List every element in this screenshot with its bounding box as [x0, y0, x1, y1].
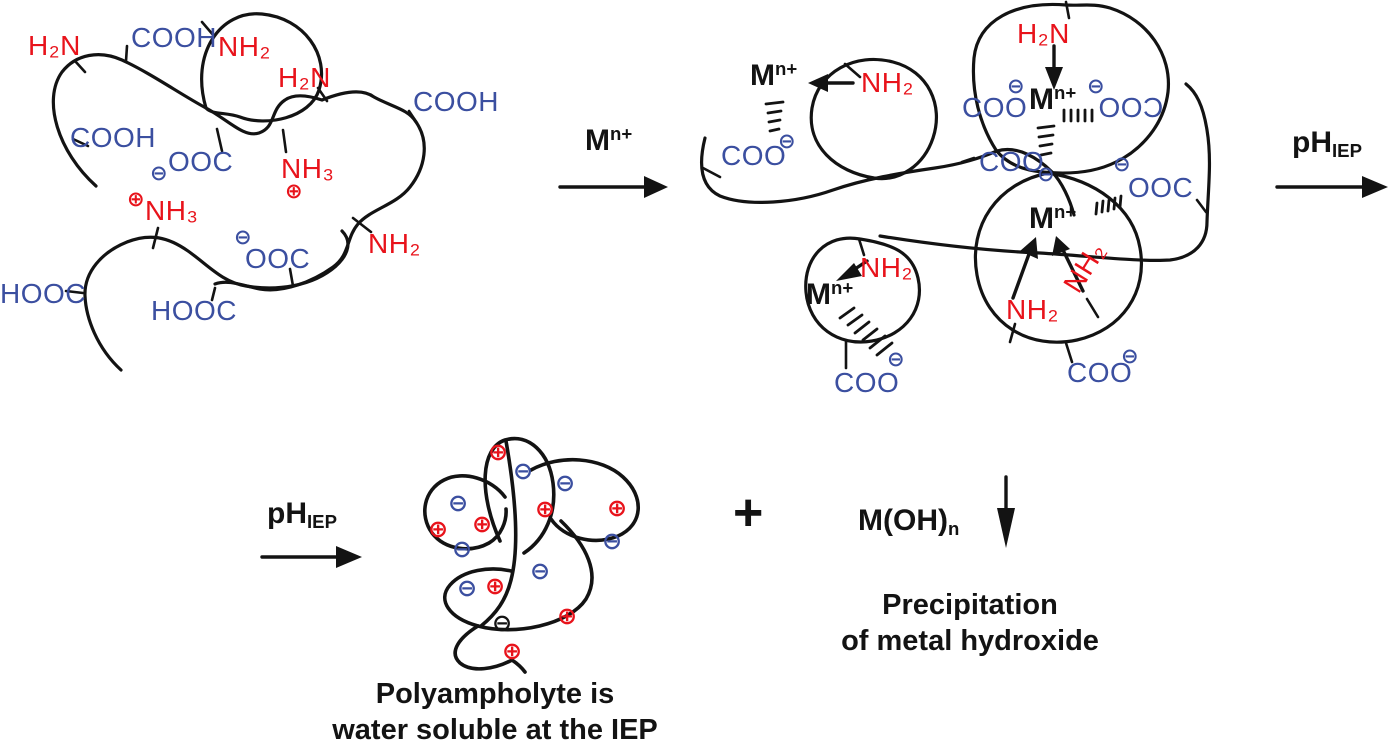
plus-charge-icon: ⊕ — [472, 511, 493, 538]
label-nh3-1: NH₃ — [281, 153, 335, 184]
plus-charge-icon: ⊕ — [127, 188, 145, 211]
minus-charge-icon: ⊖ — [1087, 75, 1105, 98]
plus-charge-icon: ⊕ — [502, 638, 523, 665]
label-ph-iep-bottom: pHIEP — [267, 497, 337, 533]
label-coo-4: COO — [1067, 357, 1133, 388]
label-nh2-loop: NH₂ — [218, 31, 271, 62]
minus-charge-icon: ⊖ — [1113, 153, 1131, 176]
label-metal-ion-arrow: Mn+ — [585, 122, 633, 157]
label-hooc-1: HOOC — [0, 278, 86, 309]
minus-charge-icon: ⊖ — [513, 458, 534, 485]
label-metal-complex-2: Mn+ — [1029, 81, 1077, 116]
minus-charge-icon: ⊖ — [150, 162, 168, 185]
coordination-bond-hashes — [764, 100, 1123, 357]
plus-charge-icon: ⊕ — [428, 516, 449, 543]
label-h2n-3: H₂N — [1017, 18, 1070, 49]
minus-charge-icon: ⊖ — [555, 470, 576, 497]
label-coo-3: COO — [979, 146, 1045, 177]
precipitation-line1: Precipitation — [882, 589, 1058, 621]
precipitation-caption: Precipitation of metal hydroxide — [770, 587, 1170, 660]
plus-charge-icon: ⊕ — [607, 495, 628, 522]
minus-charge-icon: ⊖ — [887, 348, 905, 371]
plus-charge-icon: ⊕ — [557, 603, 578, 630]
minus-charge-icon: ⊖ — [1037, 163, 1055, 186]
minus-charge-icon: ⊖ — [1121, 345, 1139, 368]
label-nh2-4: NH₂ — [861, 67, 914, 98]
minus-charge-icon: ⊖ — [452, 536, 473, 563]
reaction-arrow-ph-iep-bottom — [260, 546, 362, 568]
minus-charge-icon: ⊖ — [457, 575, 478, 602]
label-h2n-2: H₂N — [278, 62, 331, 93]
minus-charge-icon: ⊖ — [602, 528, 623, 555]
reaction-arrow-metal-ion — [558, 176, 668, 198]
minus-charge-icon: ⊖ — [234, 226, 252, 249]
plus-charge-icon: ⊕ — [485, 573, 506, 600]
minus-charge-icon: ⊖ — [530, 558, 551, 585]
plus-charge-icon: ⊕ — [285, 180, 303, 203]
label-coo-mirrored: COO — [1098, 92, 1164, 123]
caption-line2: water soluble at the IEP — [332, 714, 658, 747]
compact-coil-chain — [423, 436, 640, 674]
minus-charge-icon: ⊖ — [1007, 75, 1025, 98]
minus-charge-icon: ⊖ — [492, 610, 513, 637]
label-cooh-2: COOH — [413, 86, 499, 117]
reaction-arrow-ph-iep-top — [1275, 176, 1388, 198]
label-ooc-2: OOC — [245, 243, 311, 274]
label-metal-complex-1: Mn+ — [750, 57, 798, 92]
label-hooc-2: HOOC — [151, 295, 237, 326]
label-cooh-1: COOH — [131, 22, 217, 53]
coordination-arrows — [808, 44, 1085, 300]
label-coo-5: COO — [834, 367, 900, 398]
plus-sign: + — [733, 484, 764, 542]
label-metal-complex-4: Mn+ — [806, 276, 854, 311]
precipitation-down-arrow — [997, 475, 1015, 548]
minus-charge-icon: ⊖ — [448, 490, 469, 517]
minus-charge-icon: ⊖ — [778, 130, 796, 153]
label-metal-hydroxide: M(OH)n — [858, 504, 960, 540]
label-cooh-3: COOH — [70, 122, 156, 153]
label-coo-2: COO — [962, 92, 1028, 123]
label-metal-complex-3: Mn+ — [1029, 200, 1077, 235]
plus-charge-icon: ⊕ — [488, 439, 509, 466]
plus-charge-icon: ⊕ — [535, 496, 556, 523]
caption-line1: Polyampholyte is — [375, 678, 615, 710]
label-nh3-2: NH₃ — [145, 195, 199, 226]
label-ooc-1: OOC — [168, 146, 234, 177]
polyampholyte-caption: Polyampholyte is water soluble at the IE… — [290, 676, 700, 749]
stage1-polymer-chain — [51, 12, 426, 372]
label-nh2-3: NH₂ — [368, 228, 421, 259]
label-ooc-3: OOC — [1128, 172, 1194, 203]
label-ph-iep-top: pHIEP — [1292, 126, 1362, 162]
label-h2n-1: H₂N — [28, 30, 81, 61]
precipitation-line2: of metal hydroxide — [841, 625, 1099, 658]
label-coo-1: COO — [721, 140, 787, 171]
label-nh2-7: NH₂ — [860, 252, 913, 283]
label-nh2-5: NH₂ — [1006, 294, 1059, 325]
stage2-polymer-chain — [699, 0, 1212, 370]
